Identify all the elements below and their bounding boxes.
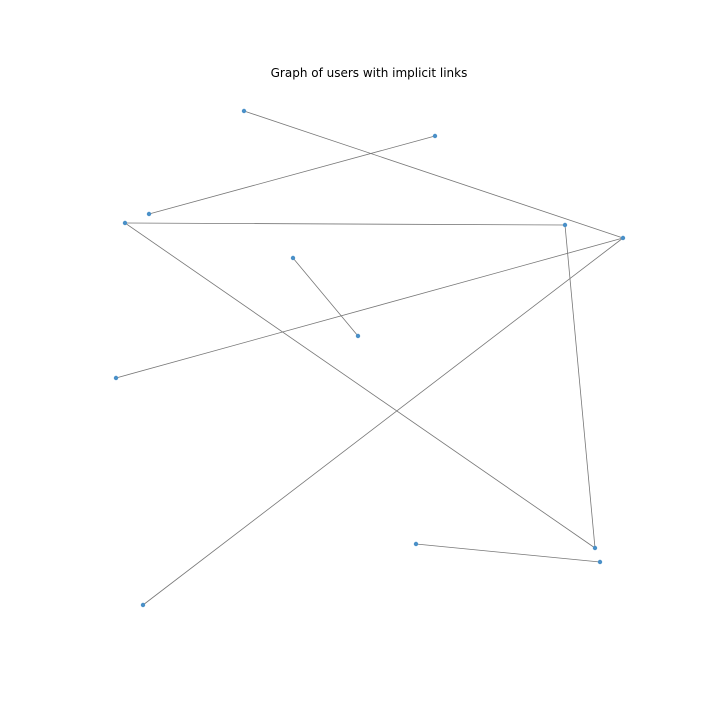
graph-node-n14 [620,235,626,241]
graph-edge-n12-n13 [415,543,601,563]
graph-node-n6 [290,255,296,261]
graph-node-n13 [597,559,603,565]
graph-node-n10 [592,545,598,551]
graph-node-n4 [122,220,128,226]
graph-title: Graph of users with implicit links [270,66,468,80]
graph-edge-n9-n14 [142,237,624,606]
graph-edge-n6-n7 [292,257,359,337]
graph-node-n8 [113,375,119,381]
graph-node-n1 [241,108,247,114]
graph-node-n7 [355,333,361,339]
graph-edge-n1-n14 [243,110,624,239]
edges-layer [115,110,624,606]
graph-edge-n4-n10 [124,222,596,549]
graph-edge-n2-n3 [148,135,436,215]
graph-node-n2 [432,133,438,139]
graph-edge-n8-n14 [115,237,624,379]
graph-node-n9 [140,602,146,608]
graph-node-n12 [413,541,419,547]
nodes-layer [113,108,626,608]
graph-edge-n4-n5 [124,222,566,226]
graph-edge-n5-n10 [564,224,596,549]
graph-node-n5 [562,222,568,228]
graph-node-n3 [146,211,152,217]
